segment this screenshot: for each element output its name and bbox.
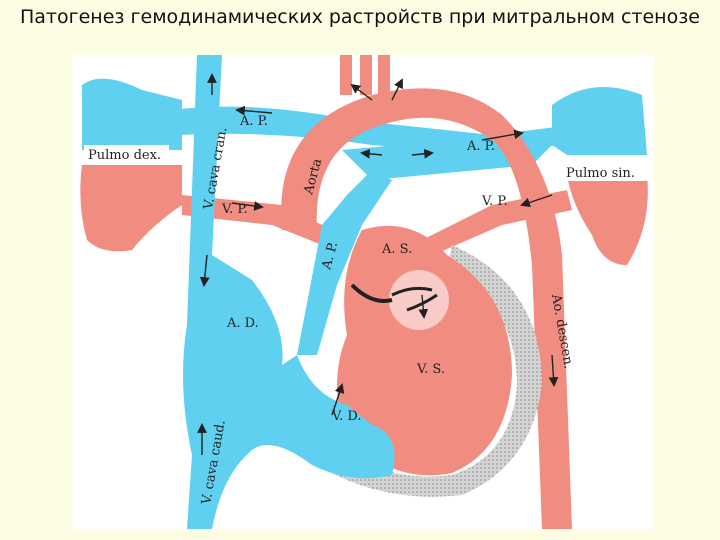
mitral-valve-highlight [389, 270, 449, 330]
label-vd: V. D. [331, 409, 361, 424]
label-ap-trunk: A. P. [319, 240, 341, 272]
label-as: A. S. [381, 242, 412, 257]
diagram-labels: Pulmo dex. Pulmo sin. V. cava cran. V. c… [84, 114, 650, 507]
mitral-valve [391, 286, 438, 312]
label-ap-right: A. P. [466, 139, 495, 154]
flow-arrows [197, 73, 559, 455]
stenotic-orifice [350, 283, 393, 303]
heart-svg: Pulmo dex. Pulmo sin. V. cava cran. V. c… [80, 55, 650, 529]
label-pulmo-dex: Pulmo dex. [88, 148, 161, 163]
left-heart [337, 225, 512, 476]
heart-diagram: Pulmo dex. Pulmo sin. V. cava cran. V. c… [72, 55, 654, 529]
aorta [281, 55, 572, 529]
label-ap-top: A. P. [239, 114, 268, 129]
pulmonary-veins [182, 190, 572, 260]
label-vs: V. S. [416, 362, 445, 377]
left-lung [552, 87, 648, 265]
slide-title: Патогенез гемодинамических растройств пр… [19, 6, 700, 28]
label-pulmo-sin: Pulmo sin. [566, 166, 635, 181]
label-ad: A. D. [226, 316, 259, 331]
right-lung [80, 78, 182, 252]
label-vp-left: V. P. [221, 202, 248, 217]
label-vp-right: V. P. [481, 194, 508, 209]
right-heart [183, 55, 395, 529]
